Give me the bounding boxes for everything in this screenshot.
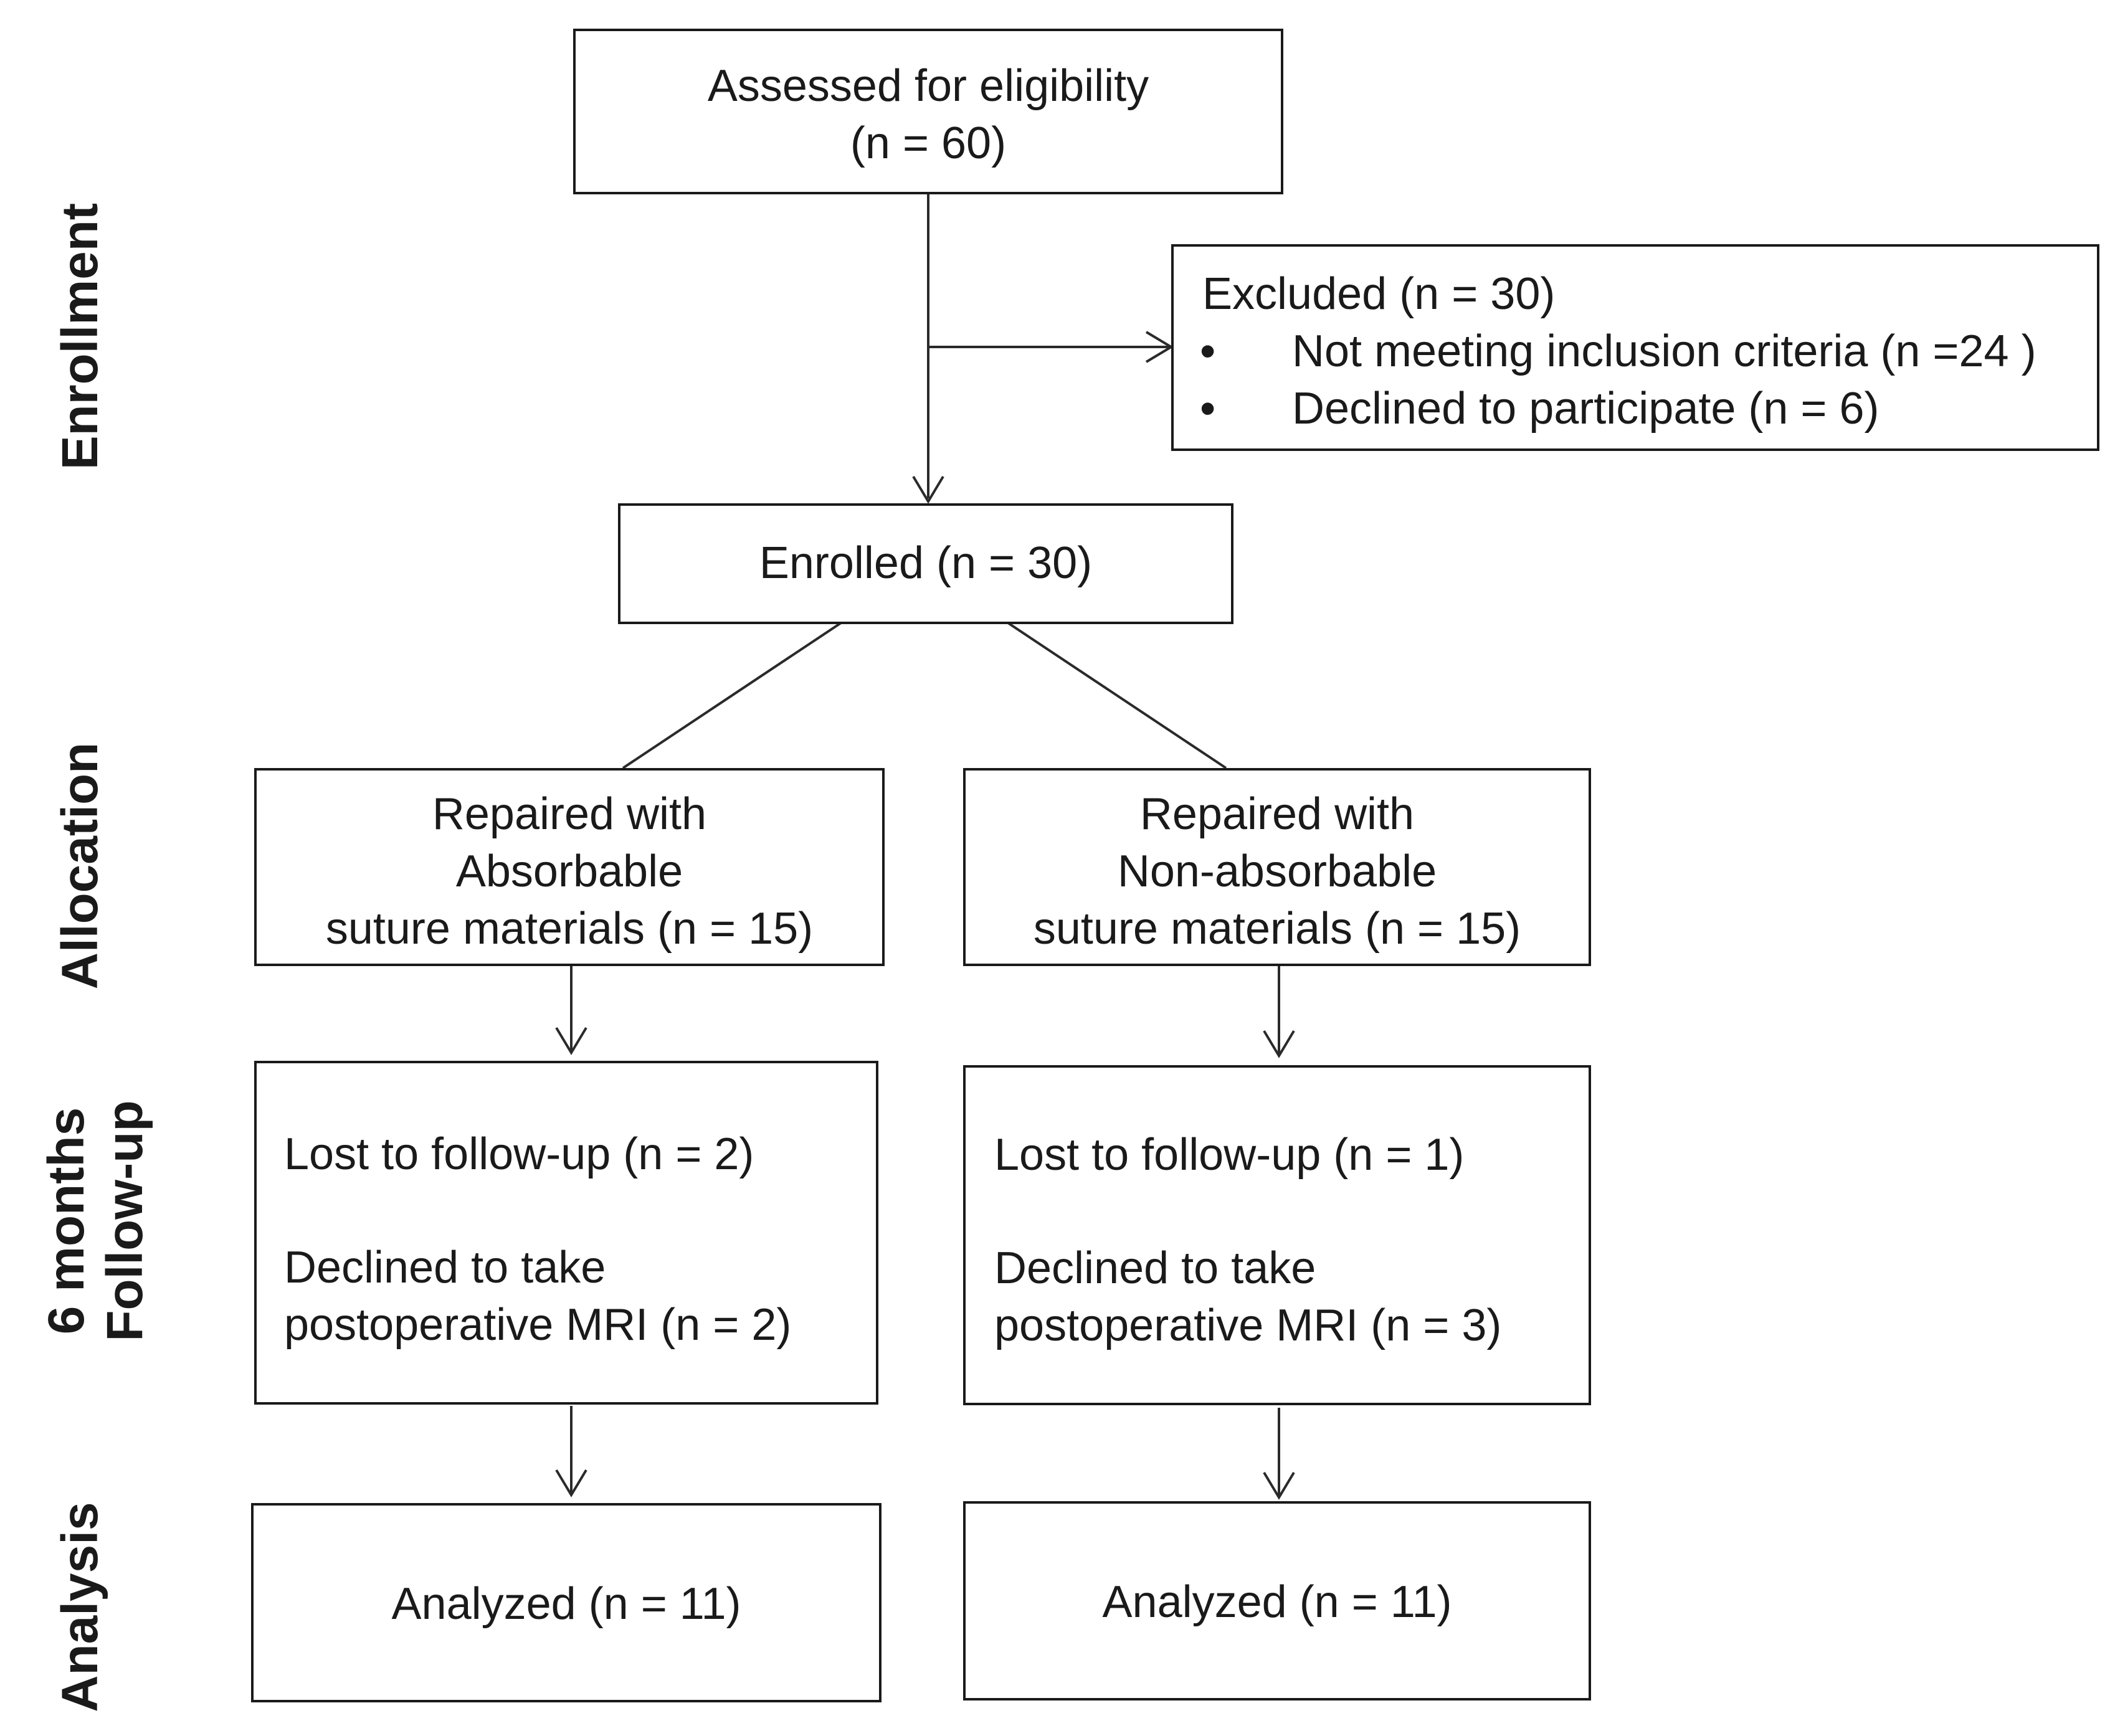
followup-nonabsorbable-declined-line1: Declined to take bbox=[994, 1243, 1316, 1293]
excluded-bullet-1: • bbox=[1200, 326, 1216, 376]
allocation-absorbable-line3: suture materials (n = 15) bbox=[325, 904, 814, 954]
stage-label-followup-line1: 6 months bbox=[38, 1107, 95, 1335]
allocation-absorbable-box: Repaired with Absorbable suture material… bbox=[254, 768, 885, 966]
excluded-bullet-2: • bbox=[1200, 384, 1216, 434]
connector-enrolled-nonabsorbable bbox=[1005, 620, 1227, 769]
stage-label-enrollment: Enrollment bbox=[52, 202, 108, 470]
allocation-nonabsorbable-box: Repaired with Non-absorbable suture mate… bbox=[963, 768, 1591, 966]
arrowhead-nonabsorbable-analysis bbox=[1263, 1471, 1295, 1500]
excluded-title: Excluded (n = 30) bbox=[1202, 269, 1556, 319]
analysis-nonabsorbable-box: Analyzed (n = 11) bbox=[963, 1501, 1591, 1700]
arrowhead-nonabsorbable-followup bbox=[1263, 1030, 1295, 1058]
followup-absorbable-declined-line2: postoperative MRI (n = 2) bbox=[284, 1300, 792, 1350]
analysis-absorbable-box: Analyzed (n = 11) bbox=[251, 1503, 882, 1702]
assessed-line2: (n = 60) bbox=[850, 118, 1007, 168]
stage-label-allocation: Allocation bbox=[52, 742, 108, 990]
enrolled-label: Enrolled (n = 30) bbox=[759, 538, 1093, 588]
followup-absorbable-declined-line1: Declined to take bbox=[284, 1243, 606, 1293]
analysis-absorbable-label: Analyzed (n = 11) bbox=[391, 1579, 741, 1629]
followup-absorbable-lost: Lost to follow-up (n = 2) bbox=[284, 1129, 754, 1179]
enrolled-box: Enrolled (n = 30) bbox=[618, 503, 1233, 624]
arrowhead-absorbable-followup bbox=[555, 1027, 587, 1055]
excluded-item-2: Declined to participate (n = 6) bbox=[1292, 384, 1880, 434]
stage-label-analysis: Analysis bbox=[52, 1502, 108, 1712]
followup-nonabsorbable-lost: Lost to follow-up (n = 1) bbox=[994, 1130, 1465, 1180]
allocation-nonabsorbable-line2: Non-absorbable bbox=[1117, 847, 1437, 896]
stage-label-followup: 6 months Follow-up bbox=[37, 1078, 154, 1364]
allocation-nonabsorbable-line1: Repaired with bbox=[1139, 789, 1415, 839]
followup-nonabsorbable-box: Lost to follow-up (n = 1) Declined to ta… bbox=[963, 1065, 1591, 1405]
stage-label-followup-line2: Follow-up bbox=[97, 1100, 153, 1342]
allocation-absorbable-line1: Repaired with bbox=[432, 789, 707, 839]
followup-absorbable-box: Lost to follow-up (n = 2) Declined to ta… bbox=[254, 1061, 878, 1405]
arrowhead-absorbable-analysis bbox=[555, 1469, 587, 1497]
excluded-box: Excluded (n = 30) • Not meeting inclusio… bbox=[1171, 244, 2099, 451]
allocation-nonabsorbable-line3: suture materials (n = 15) bbox=[1033, 904, 1521, 954]
connector-enrolled-absorbable bbox=[622, 620, 844, 769]
arrowhead-enrolled bbox=[912, 475, 944, 504]
analysis-nonabsorbable-label: Analyzed (n = 11) bbox=[1102, 1577, 1452, 1627]
assessed-box: Assessed for eligibility (n = 60) bbox=[573, 29, 1283, 194]
allocation-absorbable-line2: Absorbable bbox=[455, 847, 683, 896]
excluded-item-1: Not meeting inclusion criteria (n =24 ) bbox=[1292, 326, 2036, 376]
followup-nonabsorbable-declined-line2: postoperative MRI (n = 3) bbox=[994, 1301, 1502, 1350]
assessed-line1: Assessed for eligibility bbox=[707, 61, 1149, 111]
